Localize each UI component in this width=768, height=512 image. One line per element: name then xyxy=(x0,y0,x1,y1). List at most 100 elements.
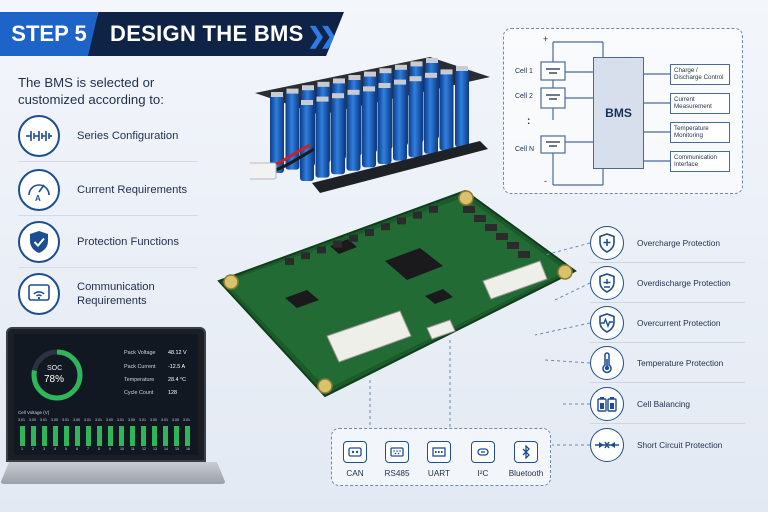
nickel-strip xyxy=(410,61,423,67)
can-connector-icon xyxy=(343,441,367,463)
mosfet xyxy=(496,233,508,240)
battery-cell xyxy=(285,91,300,170)
nickel-strip xyxy=(347,89,360,95)
protection-label: Overcurrent Protection xyxy=(637,317,721,328)
shield-minus-icon xyxy=(590,265,624,300)
cell-voltage-value: 3.00 xyxy=(106,418,113,422)
cell-ellipsis: : xyxy=(527,116,531,127)
battery-cell xyxy=(362,89,376,168)
nickel-strip xyxy=(364,71,376,77)
comm-uart: UART xyxy=(419,441,459,478)
comm-rs485: RS485 xyxy=(377,441,417,478)
cell-index: 12 xyxy=(142,447,146,451)
ammeter-gauge-icon: A xyxy=(18,168,60,211)
cell-index: 5 xyxy=(65,447,67,451)
nickel-strip xyxy=(286,88,299,94)
mosfet xyxy=(413,211,422,219)
step-title: DESIGN THE BMS xyxy=(110,21,304,46)
criterion-communication: Communication Requirements xyxy=(18,268,198,320)
cell-voltage-value: 3.00 xyxy=(172,418,179,422)
shield-check-icon xyxy=(18,220,60,263)
communication-interfaces: CAN RS485 UART I²C Bluetooth xyxy=(331,428,551,486)
mosfet xyxy=(397,217,406,225)
negative-terminal: - xyxy=(544,176,547,186)
bms-block: BMS xyxy=(593,57,644,169)
nickel-strip xyxy=(456,66,468,71)
battery-cell xyxy=(424,75,438,154)
cell-index: 1 xyxy=(21,447,23,451)
cell-index: 10 xyxy=(120,447,124,451)
metric-value: -12.5 A xyxy=(168,364,186,370)
nickel-strip xyxy=(395,64,407,70)
nickel-strip xyxy=(332,93,344,99)
soc-value: 78% xyxy=(44,374,65,385)
protection-overcurrent: Overcurrent Protection xyxy=(590,303,745,343)
step-title-bar: DESIGN THE BMS ❯❯ xyxy=(88,12,344,56)
cell-index: 6 xyxy=(76,447,78,451)
criterion-label: Protection Functions xyxy=(77,235,179,248)
nickel-strip xyxy=(271,92,283,97)
criterion-label: Current Requirements xyxy=(77,183,188,196)
cell-voltage-value: 3.00 xyxy=(29,418,36,422)
laptop-base xyxy=(0,462,226,484)
protection-label: Temperature Protection xyxy=(637,357,724,368)
nickel-strip xyxy=(426,58,438,63)
nickel-strip xyxy=(301,100,313,105)
intro-text: The BMS is selected or customized accord… xyxy=(18,75,164,107)
battery-cell xyxy=(346,92,361,171)
battery-cell xyxy=(439,72,454,151)
mosfet xyxy=(333,240,342,248)
cell-index: 2 xyxy=(32,447,34,451)
cell-label: Cell N xyxy=(515,146,535,153)
comm-label: Bluetooth xyxy=(508,469,544,478)
cell-voltage-bar xyxy=(53,426,58,446)
soc-gauge xyxy=(31,349,83,401)
cell-voltage-value: 3.01 xyxy=(62,418,69,422)
short-circuit-icon xyxy=(590,428,624,462)
bms-circuit-board xyxy=(215,186,580,406)
mosfet xyxy=(349,234,358,242)
protection-short-circuit: Short Circuit Protection xyxy=(590,425,745,465)
cell-voltage-value: 3.01 xyxy=(183,418,190,422)
bms-dashboard: SOC 78% Pack Voltage 48.12 V Pack Curren… xyxy=(14,334,198,455)
rs485-connector-icon xyxy=(385,441,409,463)
soc-label: SOC xyxy=(47,365,63,372)
nickel-strip xyxy=(302,85,314,91)
cell-voltage-bar xyxy=(86,426,91,446)
shield-pulse-icon xyxy=(590,305,624,340)
wireless-communication-icon xyxy=(18,273,60,315)
comm-label: CAN xyxy=(346,469,364,478)
cell-voltage-value: 3.01 xyxy=(117,418,124,422)
cell-voltage-bar xyxy=(152,426,157,446)
battery-cell xyxy=(331,96,345,175)
nickel-strip xyxy=(409,76,422,82)
comm-label: I²C xyxy=(477,469,489,478)
cell-voltage-bar xyxy=(130,426,135,446)
battery-cell xyxy=(300,103,314,181)
cell-index: 7 xyxy=(87,447,89,451)
step-number: STEP 5 xyxy=(0,12,98,56)
i2c-connector-icon xyxy=(471,441,495,463)
protection-label: Short Circuit Protection xyxy=(637,440,723,450)
nickel-strip xyxy=(378,83,391,88)
cell-voltage-title: Cell Voltage (V) xyxy=(18,410,50,415)
bluetooth-icon xyxy=(514,441,538,463)
comm-can: CAN xyxy=(335,441,375,478)
criterion-current: A Current Requirements xyxy=(18,164,198,216)
mosfet xyxy=(474,215,486,222)
cell-index: 15 xyxy=(175,447,179,451)
cell-voltage-bar xyxy=(141,426,146,446)
mosfet xyxy=(429,205,438,213)
cell-voltage-bars xyxy=(18,426,194,446)
comm-label: RS485 xyxy=(384,469,410,478)
cell-voltage-value: 3.00 xyxy=(128,418,135,422)
metric-value: 48.12 V xyxy=(168,350,187,356)
comm-bluetooth: Bluetooth xyxy=(506,441,546,478)
cell-index: 8 xyxy=(98,447,100,451)
cell-label: Cell 1 xyxy=(515,68,533,75)
uart-connector-icon xyxy=(427,441,451,463)
battery-cell xyxy=(393,82,407,161)
shield-plus-icon xyxy=(590,225,624,260)
cell-voltage-value: 3.00 xyxy=(150,418,157,422)
